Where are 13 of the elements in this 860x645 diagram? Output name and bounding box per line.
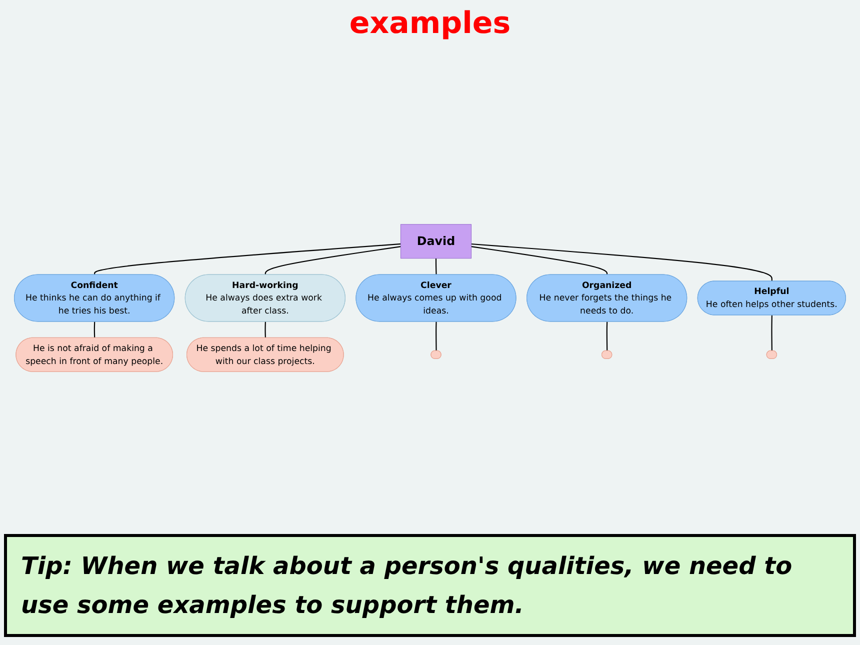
connector — [264, 322, 266, 338]
connector — [264, 246, 401, 275]
connector — [771, 315, 772, 351]
connector — [94, 243, 401, 275]
heading-text: examples — [349, 6, 511, 41]
connector — [471, 243, 772, 282]
connector — [436, 322, 437, 351]
connector — [471, 246, 608, 275]
tip-text: Tip: When we talk about a person's qualities, we need to use some examples to support them. — [4, 534, 856, 637]
connector — [94, 322, 96, 338]
connector — [435, 258, 437, 275]
node-box: David — [400, 224, 472, 259]
connector — [606, 322, 608, 351]
